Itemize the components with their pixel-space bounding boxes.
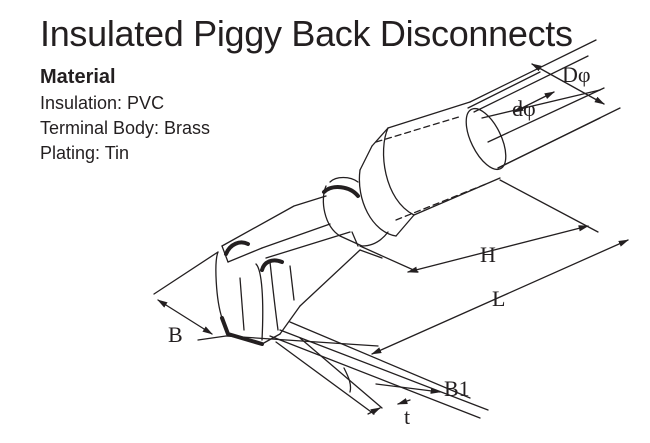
dimension-extensions — [153, 39, 621, 347]
material-spec: Material Insulation: PVC Terminal Body: … — [40, 64, 210, 166]
terminal-body-spec: Terminal Body: Brass — [40, 118, 211, 138]
receptacle-body — [215, 195, 361, 346]
inner-diameter-label: dφ — [512, 96, 536, 121]
insulation-sleeve — [358, 101, 501, 237]
insulation-spec: Insulation: PVC — [40, 93, 165, 113]
material-heading: Material — [40, 66, 116, 88]
dimension-lines — [157, 63, 629, 415]
plating-spec: Plating: Tin — [40, 143, 130, 163]
width-label: B — [168, 322, 183, 347]
overall-length-label: L — [492, 286, 505, 311]
tab-blade — [269, 321, 489, 419]
page-title: Insulated Piggy Back Disconnects — [40, 13, 573, 54]
insulation-length-label: H — [480, 242, 496, 267]
crimp-barrel — [322, 176, 389, 247]
thickness-label: t — [404, 404, 410, 429]
tab-width-label: B1 — [444, 376, 470, 401]
outer-diameter-label: Dφ — [562, 62, 591, 87]
